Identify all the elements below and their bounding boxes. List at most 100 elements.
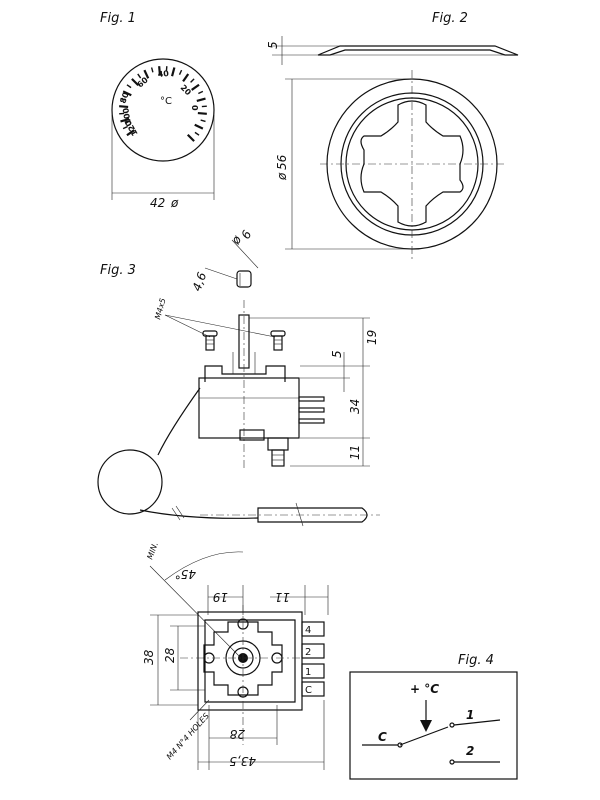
dim-19: 19 bbox=[365, 330, 379, 345]
front-body-inner bbox=[204, 619, 296, 703]
shaft-flat-leader bbox=[204, 267, 238, 280]
angle-label: 45° bbox=[175, 567, 196, 581]
bezel-thickness-dim: 5 bbox=[266, 41, 280, 49]
thermostat-body bbox=[198, 377, 300, 439]
dim-5: 5 bbox=[330, 350, 344, 358]
terminal-label-1: 1 bbox=[305, 667, 311, 678]
dial-tick bbox=[186, 133, 195, 142]
front-dim-43-5: 43,5 bbox=[229, 754, 256, 768]
front-dim-28-horizontal: 28 bbox=[229, 727, 245, 741]
shaft-flat-dim: 4,6 bbox=[190, 270, 210, 293]
temp-label: + °C bbox=[410, 682, 439, 696]
side-terminals bbox=[298, 396, 325, 424]
dial-tick bbox=[120, 97, 126, 101]
dial-outer-circle bbox=[111, 58, 215, 162]
dial-unit: °C bbox=[160, 96, 172, 107]
body-bottom-stud bbox=[267, 437, 289, 451]
dial-tick bbox=[200, 119, 206, 123]
screw-leader-2 bbox=[164, 314, 276, 338]
dial-tick bbox=[194, 131, 200, 136]
contact-2-label: 2 bbox=[466, 744, 474, 758]
bulb-break-mark bbox=[295, 502, 304, 527]
dial-tick-marks bbox=[119, 66, 207, 142]
min-leader-line bbox=[149, 565, 244, 661]
contact-1-wire bbox=[453, 719, 501, 726]
front-cross-plate bbox=[203, 621, 283, 696]
fig1-dial-drawing: Fig. 1 °C 120 100 80 60 40 20 0 42 ø bbox=[100, 11, 215, 210]
body-bottom-boss bbox=[239, 429, 265, 441]
contact-1-label: 1 bbox=[466, 708, 474, 722]
dial-tick bbox=[196, 97, 206, 103]
dial-tick bbox=[158, 66, 162, 76]
dial-number-100: 100 bbox=[121, 107, 133, 125]
dial-tick bbox=[150, 67, 154, 73]
fig4-wiring-diagram: Fig. 4 + °C C 1 2 bbox=[349, 653, 518, 780]
bezel-diameter-dim: 56 bbox=[275, 154, 289, 170]
terminal-label-c: C bbox=[305, 685, 312, 696]
sensing-bulb bbox=[257, 507, 368, 523]
break-mark-2 bbox=[175, 505, 185, 519]
terminal-1 bbox=[301, 663, 325, 679]
switch-blade bbox=[399, 726, 449, 746]
bezel-side-profile bbox=[317, 45, 519, 56]
mounting-bracket bbox=[204, 365, 286, 382]
break-mark-1 bbox=[171, 507, 181, 521]
dial-number-80: 80 bbox=[118, 91, 130, 105]
terminal-c bbox=[301, 681, 325, 697]
dial-tick bbox=[120, 117, 130, 123]
temp-arrow-head bbox=[420, 720, 432, 732]
bezel-diameter-symbol: ø bbox=[275, 172, 289, 181]
dial-number-40: 40 bbox=[157, 69, 169, 79]
front-terminal-block: 2 1 C 4 bbox=[301, 621, 325, 697]
dial-tick bbox=[198, 90, 204, 95]
terminal-2 bbox=[301, 643, 325, 659]
dim-34: 34 bbox=[348, 399, 362, 414]
contact-c-label: C bbox=[378, 730, 387, 744]
terminal-4 bbox=[301, 621, 325, 637]
dial-tick bbox=[194, 123, 204, 130]
dial-tick bbox=[170, 67, 176, 77]
dial-tick bbox=[182, 73, 190, 82]
front-body-outline bbox=[197, 611, 303, 711]
terminal-label-2: 2 bbox=[305, 647, 311, 658]
dial-tick bbox=[126, 129, 135, 137]
shaft-dia-leader bbox=[231, 239, 259, 269]
front-dim-28-vertical: 28 bbox=[163, 647, 177, 663]
dial-tick bbox=[190, 78, 195, 83]
fig4-label: Fig. 4 bbox=[458, 653, 494, 668]
fig3-label: Fig. 3 bbox=[100, 263, 136, 278]
dial-tick bbox=[122, 90, 132, 97]
contact-2-terminal bbox=[449, 759, 455, 765]
fig2-label: Fig. 2 bbox=[432, 11, 468, 26]
front-dim-38: 38 bbox=[142, 649, 156, 665]
fig2-bezel-drawing: Fig. 2 5 56 ø bbox=[266, 11, 519, 262]
dial-tick bbox=[178, 69, 183, 75]
angle-arc bbox=[164, 551, 244, 581]
front-dim-19: 19 bbox=[213, 590, 228, 604]
dial-numbers: 120 100 80 60 40 20 0 bbox=[118, 69, 199, 137]
dial-number-20: 20 bbox=[179, 83, 194, 98]
dim-11: 11 bbox=[348, 445, 362, 460]
shaft-end-detail bbox=[236, 270, 252, 288]
bezel-cross-cutout bbox=[360, 100, 464, 227]
dial-tick bbox=[197, 111, 207, 115]
fig3-side-view-drawing: Fig. 3 ø 6 4,6 M4x5 bbox=[97, 228, 380, 527]
dial-tick bbox=[191, 83, 200, 91]
dial-tick bbox=[122, 125, 128, 130]
dial-tick bbox=[143, 69, 150, 79]
mounting-screw-left bbox=[202, 330, 218, 351]
dial-number-0: 0 bbox=[190, 105, 199, 111]
capillary-tube bbox=[157, 387, 201, 456]
common-terminal bbox=[397, 742, 403, 748]
dial-diameter-symbol: ø bbox=[170, 196, 179, 210]
dial-diameter-dim: 42 bbox=[150, 196, 165, 210]
screw-label: M4x5 bbox=[153, 297, 167, 320]
capillary-tube-lower bbox=[139, 509, 259, 519]
dial-tick bbox=[119, 105, 129, 109]
min-label: MIN. bbox=[145, 541, 160, 561]
dial-tick bbox=[137, 73, 142, 79]
holes-leader bbox=[189, 699, 210, 721]
capillary-coil bbox=[97, 449, 163, 515]
dial-tick bbox=[126, 84, 132, 89]
